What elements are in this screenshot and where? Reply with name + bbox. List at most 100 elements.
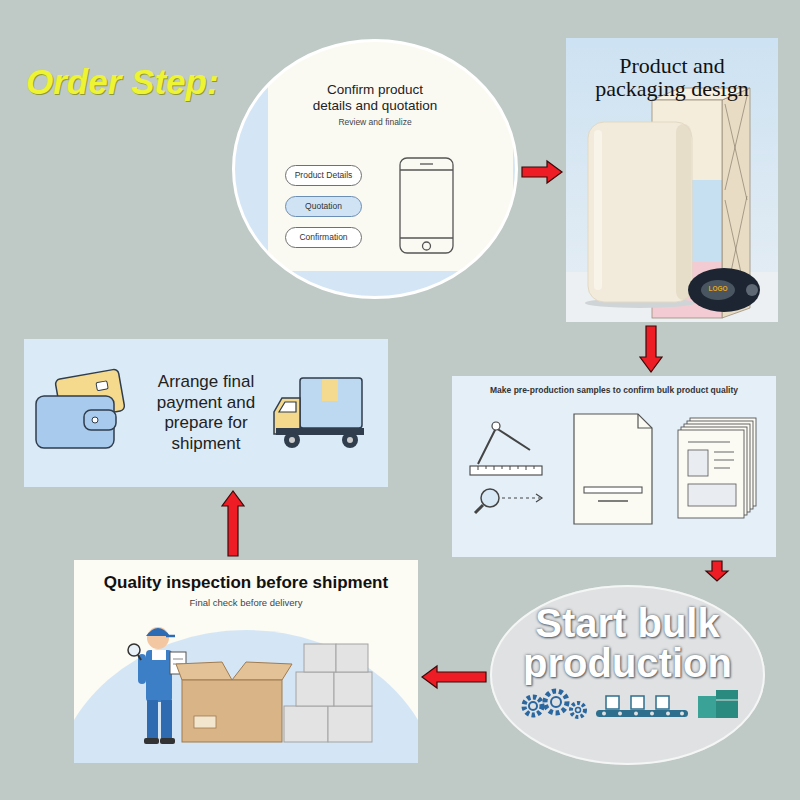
ellipse-border	[234, 41, 517, 298]
samples-panel-part	[638, 414, 652, 428]
production-ellipse	[490, 585, 765, 765]
inspection-scene-part	[74, 630, 418, 763]
confirm-panel-part	[268, 39, 513, 271]
inspection-scene-part	[194, 716, 216, 728]
step-label: Make pre-production samples to confirm b…	[459, 385, 769, 395]
samples-panel-part	[584, 487, 642, 493]
conveyor-icon-part	[602, 712, 606, 716]
payment-scene-part	[279, 402, 296, 412]
inspection-scene-part	[328, 706, 372, 742]
payment-scene-part	[92, 417, 98, 423]
flow-arrow	[422, 666, 486, 688]
gear-icons-part	[551, 697, 561, 707]
step-card: Quality inspection before shipmentFinal …	[74, 560, 418, 763]
inspection-scene-part	[296, 672, 334, 706]
step-label: Start bulk production	[497, 603, 759, 683]
step-card: Product and packaging design	[566, 38, 778, 322]
tab-pill: Quotation	[285, 196, 362, 217]
soap-scene-part	[701, 280, 735, 300]
conveyor-icon-part	[656, 696, 669, 709]
conveyor-icon-part	[631, 696, 644, 709]
payment-scene-part	[84, 410, 116, 430]
samples-panel-part	[492, 422, 500, 430]
tab-pill: Confirmation	[285, 227, 362, 248]
samples-panel-part	[688, 484, 736, 506]
soap-scene-part	[566, 38, 778, 322]
gear-icons-part	[576, 708, 581, 713]
conveyor-icon-part	[618, 712, 622, 716]
step-card: Make pre-production samples to confirm b…	[452, 376, 776, 557]
diagram-title: Order Step:	[26, 62, 219, 102]
confirm-panel	[232, 39, 518, 299]
inspection-scene	[51, 560, 441, 800]
conveyor-icon-part	[650, 712, 654, 716]
phone-icon-part	[423, 242, 431, 250]
samples-panel-part	[688, 450, 708, 476]
flow-arrow	[522, 161, 562, 183]
flow-arrow	[706, 561, 728, 581]
payment-scene-part	[300, 378, 362, 428]
payment-scene-part	[342, 432, 358, 448]
payment-scene-part	[347, 437, 353, 443]
confirm-panel-part	[232, 39, 518, 299]
inspection-scene-part	[161, 700, 172, 740]
samples-panel-part	[536, 494, 542, 502]
soap-scene-part	[594, 130, 602, 290]
step-circle: Confirm product details and quotationRev…	[232, 39, 518, 299]
conveyor-icon-part	[666, 712, 670, 716]
inspection-scene-part	[160, 738, 175, 744]
conveyor-icon-part	[716, 700, 738, 701]
gear-icons-part	[529, 702, 537, 710]
payment-scene-part	[322, 379, 338, 401]
inspection-scene-part	[284, 706, 328, 742]
payment-scene-part	[24, 339, 388, 487]
ellipse-border	[491, 586, 764, 764]
inspection-scene-part	[128, 644, 140, 656]
step-subtitle: Review and finalize	[280, 117, 470, 127]
step-heading: Confirm product details and quotation	[308, 82, 442, 113]
gear-icons-part	[571, 703, 585, 717]
inspection-scene-part	[152, 650, 166, 660]
inspection-scene-part	[147, 627, 169, 649]
title-holder: Order Step:	[26, 62, 219, 102]
logo-mark: LOGO	[704, 285, 732, 293]
soap-scene-part	[688, 268, 760, 312]
payment-scene-part	[284, 432, 300, 448]
inspection-scene-part	[334, 672, 372, 706]
tab-pill: Product Details	[285, 165, 362, 186]
samples-panel-part	[452, 376, 776, 557]
payment-scene-part-part	[96, 381, 108, 391]
conveyor-icon-part	[716, 690, 738, 718]
inspection-scene-part	[173, 659, 183, 660]
inspection-scene-part	[182, 680, 282, 742]
inspection-scene-part	[144, 738, 159, 744]
soap-scene-part	[676, 124, 691, 300]
inspection-scene-part	[304, 644, 336, 672]
ellipse-outline	[232, 39, 518, 299]
gear-icons-part	[545, 691, 567, 713]
samples-panel-part	[478, 466, 534, 470]
step-label: Product and packaging design	[582, 54, 762, 100]
samples-panel-part	[478, 428, 530, 464]
samples-panel-part	[688, 441, 730, 442]
flow-arrow	[640, 326, 662, 372]
phone-icon-part	[400, 169, 453, 170]
step-label: Arrange final payment and prepare for sh…	[141, 372, 271, 455]
samples-panel-part	[470, 466, 542, 475]
conveyor-icon-part	[698, 696, 716, 718]
inspection-scene-part	[336, 644, 368, 672]
gear-icons	[524, 691, 585, 717]
conveyor-icon-part	[680, 712, 684, 716]
tab-label: Quotation	[305, 201, 342, 211]
tab-label: Confirmation	[299, 232, 347, 242]
samples-panel	[452, 376, 776, 557]
phone-icon	[400, 158, 453, 253]
samples-panel-part	[598, 500, 628, 502]
soap-scene-part	[588, 122, 692, 302]
label-holder: LOGO	[704, 285, 732, 293]
inspection-scene-part	[138, 655, 141, 660]
step-card: Arrange final payment and prepare for sh…	[24, 339, 388, 487]
inspection-scene-part	[146, 650, 172, 702]
phone-icon-part	[420, 163, 433, 164]
payment-scene	[24, 339, 388, 487]
